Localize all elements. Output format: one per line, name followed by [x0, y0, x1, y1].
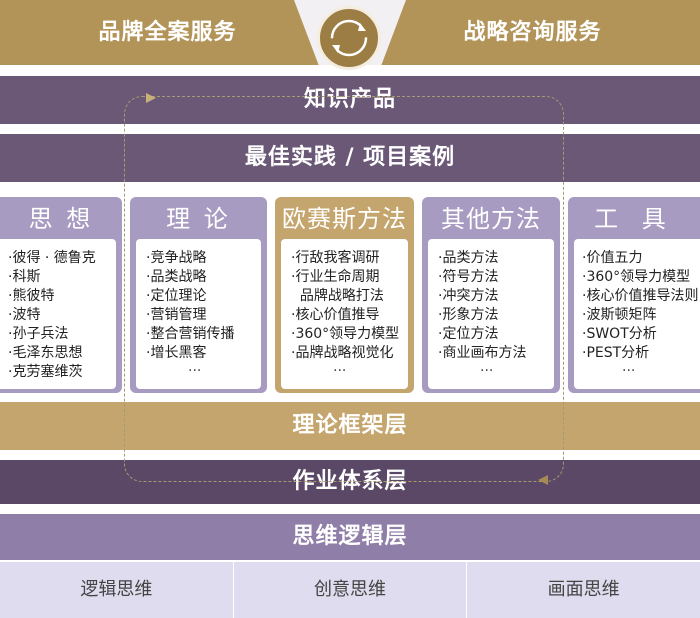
divider: [232, 562, 234, 618]
refresh-cycle-icon: [317, 6, 381, 70]
logic-thinking-cell: 逻辑思维: [80, 579, 153, 600]
creative-thinking-cell: 创意思维: [314, 579, 386, 600]
list-item: ·品类战略: [146, 269, 207, 285]
column-thought: 思 想 ·彼得 · 德鲁克 ·科斯 ·熊彼特 ·波特 ·孙子兵法 ·毛泽东思想 …: [0, 197, 122, 393]
logic-thinking-band: 思维逻辑层: [0, 514, 700, 560]
list-item: ·品类方法: [438, 250, 499, 266]
top-left-banner: 品牌全案服务: [0, 0, 335, 65]
column-oses-method: 欧赛斯方法 ·行敌我客调研 ·行业生命周期 品牌战略打法 ·核心价值推导 ·36…: [275, 197, 414, 393]
more-ellipsis: ···: [333, 363, 347, 379]
column-body: ·行敌我客调研 ·行业生命周期 品牌战略打法 ·核心价值推导 ·360°领导力模…: [281, 239, 408, 389]
list-item: ·定位方法: [438, 326, 499, 342]
list-item: 品牌战略打法: [291, 288, 384, 304]
column-body: ·价值五力 ·360°领导力模型 ·核心价值推导法则 ·波斯顿矩阵 ·SWOT分…: [574, 239, 700, 389]
list-item: ·品牌战略视觉化: [291, 345, 394, 361]
visual-thinking-cell: 画面思维: [547, 579, 620, 600]
loop-arrow-icon: [538, 475, 548, 485]
brand-service-title: 品牌全案服务: [98, 20, 237, 45]
list-item: ·价值五力: [582, 250, 643, 266]
loop-arrow-icon: [146, 93, 156, 103]
strategy-service-title: 战略咨询服务: [463, 20, 602, 45]
more-ellipsis: ···: [188, 363, 202, 379]
column-tools: 工 具 ·价值五力 ·360°领导力模型 ·核心价值推导法则 ·波斯顿矩阵 ·S…: [568, 197, 700, 393]
divider: [466, 562, 468, 618]
column-title: 欧赛斯方法: [282, 205, 407, 233]
list-item: ·PEST分析: [582, 345, 650, 361]
list-item: ·孙子兵法: [8, 326, 69, 342]
column-title: 思 想: [28, 205, 94, 233]
thinking-mode-row: 逻辑思维 创意思维 画面思维: [0, 562, 700, 618]
list-item: ·增长黑客: [146, 345, 207, 361]
column-body: ·竞争战略 ·品类战略 ·定位理论 ·营销管理 ·整合营销传播 ·增长黑客 ··…: [136, 239, 261, 389]
column-title: 理 论: [166, 205, 231, 233]
more-ellipsis: ···: [480, 363, 494, 379]
cycle-loop-line: [124, 96, 564, 482]
list-item: ·形象方法: [438, 307, 499, 323]
knowledge-product-band: 知识产品: [0, 76, 700, 124]
list-item: ·核心价值推导: [291, 307, 380, 323]
list-item: ·克劳塞维茨: [8, 364, 83, 380]
list-item: ·营销管理: [146, 307, 207, 323]
column-other-methods: 其他方法 ·品类方法 ·符号方法 ·冲突方法 ·形象方法 ·定位方法 ·商业画布…: [422, 197, 560, 393]
list-item: ·毛泽东思想: [8, 345, 83, 361]
list-item: ·行敌我客调研: [291, 250, 380, 266]
column-title: 工 具: [594, 205, 674, 233]
list-item: ·冲突方法: [438, 288, 499, 304]
operation-system-band: 作业体系层: [0, 460, 700, 504]
top-right-banner: 战略咨询服务: [365, 0, 700, 65]
list-item: ·360°领导力模型: [291, 326, 400, 342]
column-title: 其他方法: [441, 205, 541, 233]
list-item: ·波特: [8, 307, 41, 323]
list-item: ·行业生命周期: [291, 269, 380, 285]
best-practice-band: 最佳实践 / 项目案例: [0, 134, 700, 182]
column-body: ·彼得 · 德鲁克 ·科斯 ·熊彼特 ·波特 ·孙子兵法 ·毛泽东思想 ·克劳塞…: [0, 239, 116, 389]
list-item: ·熊彼特: [8, 288, 55, 304]
list-item: ·科斯: [8, 269, 41, 285]
list-item: ·符号方法: [438, 269, 499, 285]
list-item: ·360°领导力模型: [582, 269, 691, 285]
list-item: ·彼得 · 德鲁克: [8, 250, 96, 266]
list-item: ·SWOT分析: [582, 326, 657, 342]
column-body: ·品类方法 ·符号方法 ·冲突方法 ·形象方法 ·定位方法 ·商业画布方法 ··…: [428, 239, 554, 389]
list-item: ·竞争战略: [146, 250, 207, 266]
more-ellipsis: ···: [622, 363, 636, 379]
list-item: ·定位理论: [146, 288, 207, 304]
theory-framework-band: 理论框架层: [0, 402, 700, 450]
list-item: ·核心价值推导法则: [582, 288, 699, 304]
column-theory: 理 论 ·竞争战略 ·品类战略 ·定位理论 ·营销管理 ·整合营销传播 ·增长黑…: [130, 197, 267, 393]
list-item: ·商业画布方法: [438, 345, 527, 361]
list-item: ·波斯顿矩阵: [582, 307, 657, 323]
list-item: ·整合营销传播: [146, 326, 235, 342]
